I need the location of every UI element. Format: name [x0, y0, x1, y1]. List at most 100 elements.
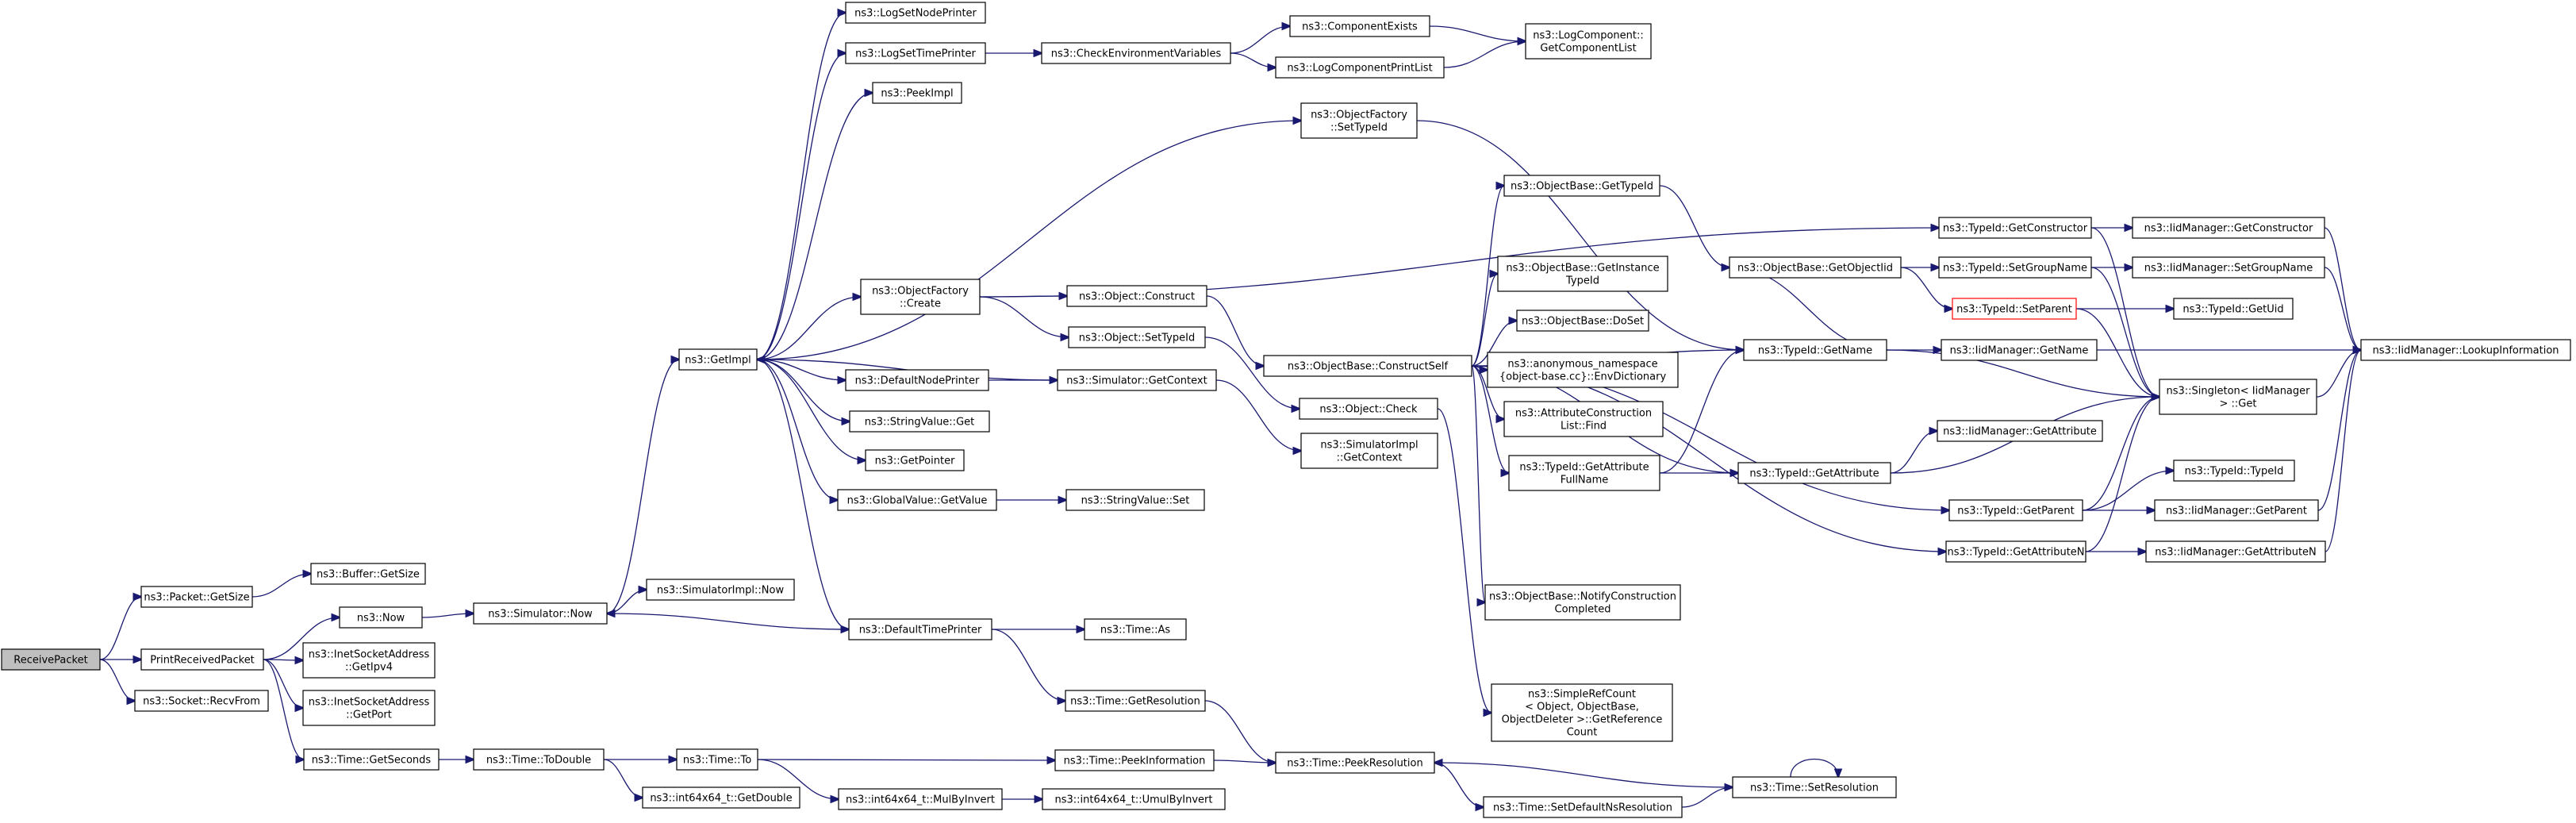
node-label: ns3::Time::GetResolution [1070, 696, 1200, 708]
node-simimplctx[interactable]: ns3::SimulatorImpl::GetContext [1300, 433, 1438, 469]
node-label: ns3::TypeId::SetGroupName [1943, 263, 2087, 275]
node-ofcreate[interactable]: ns3::ObjectFactory::Create [860, 279, 981, 315]
node-tidsetparent[interactable]: ns3::TypeId::SetParent [1952, 298, 2077, 320]
node-label: ns3::anonymous_namespace [1507, 359, 1657, 371]
node-pktsize[interactable]: ns3::Packet::GetSize [140, 586, 253, 608]
node-deftime[interactable]: ns3::DefaultTimePrinter [848, 618, 992, 640]
node-todouble[interactable]: ns3::Time::ToDouble [473, 748, 605, 771]
node-receive[interactable]: ReceivePacket [1, 648, 101, 671]
node-peekimpl[interactable]: ns3::PeekImpl [872, 82, 962, 104]
node-box [838, 788, 1003, 810]
node-box [302, 690, 436, 726]
node-getimpl[interactable]: ns3::GetImpl [678, 348, 758, 371]
node-peekinfo[interactable]: ns3::Time::PeekInformation [1054, 749, 1215, 771]
node-iidgetattrn[interactable]: ns3::IidManager::GetAttributeN [2145, 540, 2326, 563]
node-ipv4[interactable]: ns3::InetSocketAddress::GetIpv4 [302, 642, 436, 679]
edge-obgetoiid-to-tidgetname [1729, 267, 1887, 350]
node-tidtypeid[interactable]: ns3::TypeId::TypeId [2173, 460, 2295, 482]
edge-ofcreate-to-objsettid [979, 296, 1069, 337]
node-box [1508, 455, 1660, 491]
edge-tidgetparent-to-singleton [2082, 397, 2159, 511]
node-label: ns3::IidManager::LookupInformation [2372, 345, 2559, 357]
node-label: ns3::StringValue::Set [1081, 495, 1190, 507]
node-objsettid[interactable]: ns3::Object::SetTypeId [1068, 326, 1206, 348]
node-box [1484, 584, 1681, 621]
node-ofsettid[interactable]: ns3::ObjectFactory::SetTypeId [1300, 102, 1418, 139]
node-obnotify[interactable]: ns3::ObjectBase::NotifyConstructionCompl… [1484, 584, 1681, 621]
node-simctx[interactable]: ns3::Simulator::GetContext [1057, 369, 1217, 391]
node-box [2173, 460, 2295, 482]
edge-constructself-to-obdoset [1471, 321, 1517, 367]
node-iidlookup[interactable]: ns3::IidManager::LookupInformation [2360, 339, 2571, 361]
node-defnode[interactable]: ns3::DefaultNodePrinter [845, 369, 989, 391]
node-setres[interactable]: ns3::Time::SetResolution [1732, 776, 1897, 798]
node-refcount[interactable]: ns3::SimpleRefCount< Object, ObjectBase,… [1491, 683, 1673, 742]
node-tidgetattr[interactable]: ns3::TypeId::GetAttribute [1737, 462, 1891, 484]
node-box [339, 606, 423, 629]
node-iidgetparent[interactable]: ns3::IidManager::GetParent [2154, 499, 2319, 521]
node-label: {object-base.cc}::EnvDictionary [1499, 371, 1667, 383]
node-objcheck[interactable]: ns3::Object::Check [1299, 398, 1438, 420]
node-getres[interactable]: ns3::Time::GetResolution [1065, 690, 1206, 712]
node-umulbyinv[interactable]: ns3::int64x64_t::UmulByInvert [1042, 788, 1226, 810]
node-compexists[interactable]: ns3::ComponentExists [1289, 15, 1430, 37]
node-iidgetctor[interactable]: ns3::IidManager::GetConstructor [2132, 217, 2325, 239]
node-box [310, 563, 426, 585]
node-recvfrom[interactable]: ns3::Socket::RecvFrom [134, 690, 269, 712]
node-port[interactable]: ns3::InetSocketAddress::GetPort [302, 690, 436, 726]
node-timeto[interactable]: ns3::Time::To [676, 748, 758, 771]
node-gvget[interactable]: ns3::GlobalValue::GetValue [837, 489, 997, 511]
edge-getimpl-to-deftime [756, 359, 849, 629]
node-lognode[interactable]: ns3::LogSetNodePrinter [845, 2, 986, 24]
node-simnow[interactable]: ns3::Simulator::Now [473, 602, 608, 625]
node-box [1937, 420, 2103, 442]
edge-now-to-simnow [421, 613, 474, 618]
node-box [140, 648, 264, 671]
node-bufsize[interactable]: ns3::Buffer::GetSize [310, 563, 426, 585]
node-getptr[interactable]: ns3::GetPointer [865, 449, 965, 471]
node-peekres[interactable]: ns3::Time::PeekResolution [1275, 752, 1435, 774]
node-anonenv[interactable]: ns3::anonymous_namespace{object-base.cc}… [1487, 352, 1679, 388]
edge-obgetoiid-to-tidsetparent [1900, 267, 1952, 309]
node-logcomplist[interactable]: ns3::LogComponent::GetComponentList [1525, 23, 1652, 60]
node-tidgetparent[interactable]: ns3::TypeId::GetParent [1948, 499, 2083, 521]
node-iidsetgroup[interactable]: ns3::IidManager::SetGroupName [2132, 256, 2325, 279]
node-simimplnow[interactable]: ns3::SimulatorImpl::Now [646, 579, 795, 601]
node-tidgetctor[interactable]: ns3::TypeId::GetConstructor [1938, 217, 2092, 239]
node-objconstruct[interactable]: ns3::Object::Construct [1066, 285, 1207, 307]
node-printrx[interactable]: PrintReceivedPacket [140, 648, 264, 671]
node-compprint[interactable]: ns3::LogComponentPrintList [1275, 56, 1445, 79]
node-getdouble[interactable]: ns3::int64x64_t::GetDouble [642, 786, 800, 809]
node-constructself[interactable]: ns3::ObjectBase::ConstructSelf [1263, 355, 1472, 377]
node-obgetoiid[interactable]: ns3::ObjectBase::GetObjectIid [1729, 256, 1902, 279]
node-logtime[interactable]: ns3::LogSetTimePrinter [845, 42, 986, 64]
node-obgettid[interactable]: ns3::ObjectBase::GetTypeId [1503, 175, 1660, 197]
node-iidgetname[interactable]: ns3::IidManager::GetName [1941, 339, 2098, 361]
node-setdefns[interactable]: ns3::Time::SetDefaultNsResolution [1483, 796, 1683, 818]
node-label: ns3::Time::PeekResolution [1287, 758, 1422, 770]
node-strset[interactable]: ns3::StringValue::Set [1065, 489, 1205, 511]
node-iidgetattr[interactable]: ns3::IidManager::GetAttribute [1937, 420, 2103, 442]
node-getsec[interactable]: ns3::Time::GetSeconds [303, 748, 440, 771]
node-box [872, 82, 962, 104]
node-singleton[interactable]: ns3::Singleton< IidManager> ::Get [2159, 379, 2317, 415]
node-tidgetuid[interactable]: ns3::TypeId::GetUid [2173, 298, 2294, 320]
edge-obgettid-to-obgetoiid [1659, 185, 1729, 267]
node-tidgetname[interactable]: ns3::TypeId::GetName [1743, 339, 1887, 361]
node-mulbyinv[interactable]: ns3::int64x64_t::MulByInvert [838, 788, 1003, 810]
node-box [646, 579, 795, 601]
node-tidsetgroup[interactable]: ns3::TypeId::SetGroupName [1938, 256, 2092, 279]
node-checkenv[interactable]: ns3::CheckEnvironmentVariables [1041, 42, 1231, 64]
node-timeas[interactable]: ns3::Time::As [1084, 618, 1187, 640]
node-tidgetattrn[interactable]: ns3::TypeId::GetAttributeN [1945, 540, 2087, 563]
node-strget[interactable]: ns3::StringValue::Get [849, 410, 990, 433]
node-label: ns3::LogSetTimePrinter [855, 48, 976, 60]
edge-iidgetctor-to-iidlookup [2324, 227, 2361, 350]
node-now[interactable]: ns3::Now [339, 606, 423, 629]
node-box [2154, 499, 2319, 521]
node-obdoset[interactable]: ns3::ObjectBase::DoSet [1516, 310, 1649, 332]
